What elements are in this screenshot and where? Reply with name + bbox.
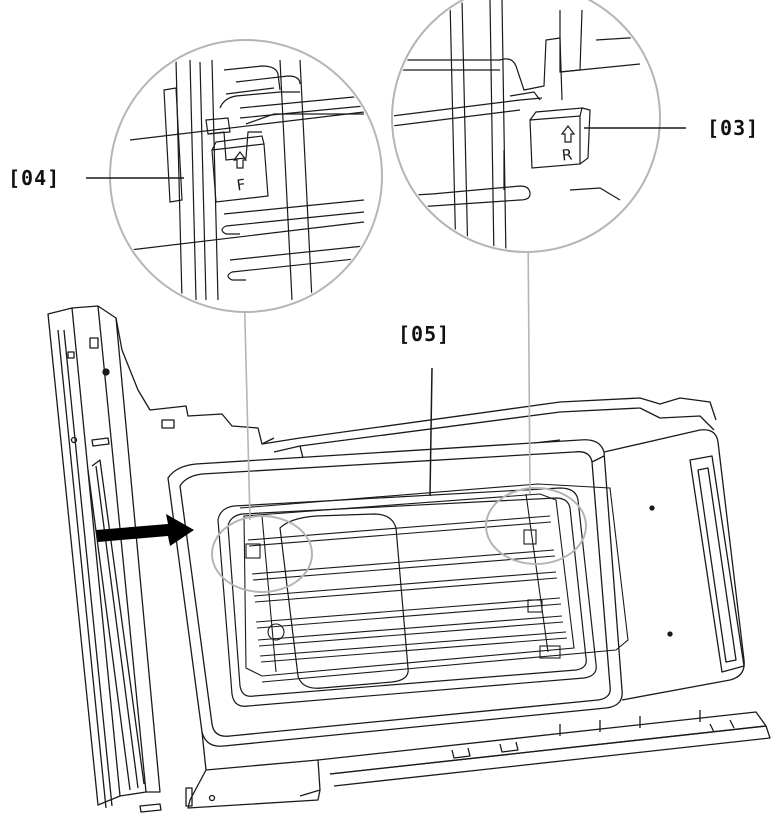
rear-marking-letter: R [561,145,573,164]
callout-03: [03] [707,116,760,140]
rear-zoom-connector [527,227,531,495]
callout-04: [04] [8,166,61,190]
wire-rack [239,483,629,683]
right-arrow-icon [96,514,194,546]
inner-cavity [217,487,597,707]
rear-detail-view: R [391,0,661,253]
rear-clip-highlight [485,487,587,565]
front-zoom-connector [243,281,251,521]
front-clip-highlight [211,515,313,593]
front-detail-view: F [109,39,383,313]
front-marking-letter: F [236,175,247,194]
callout-05: [05] [398,322,451,346]
appliance-body [47,305,771,813]
leader-line-05 [429,367,433,497]
